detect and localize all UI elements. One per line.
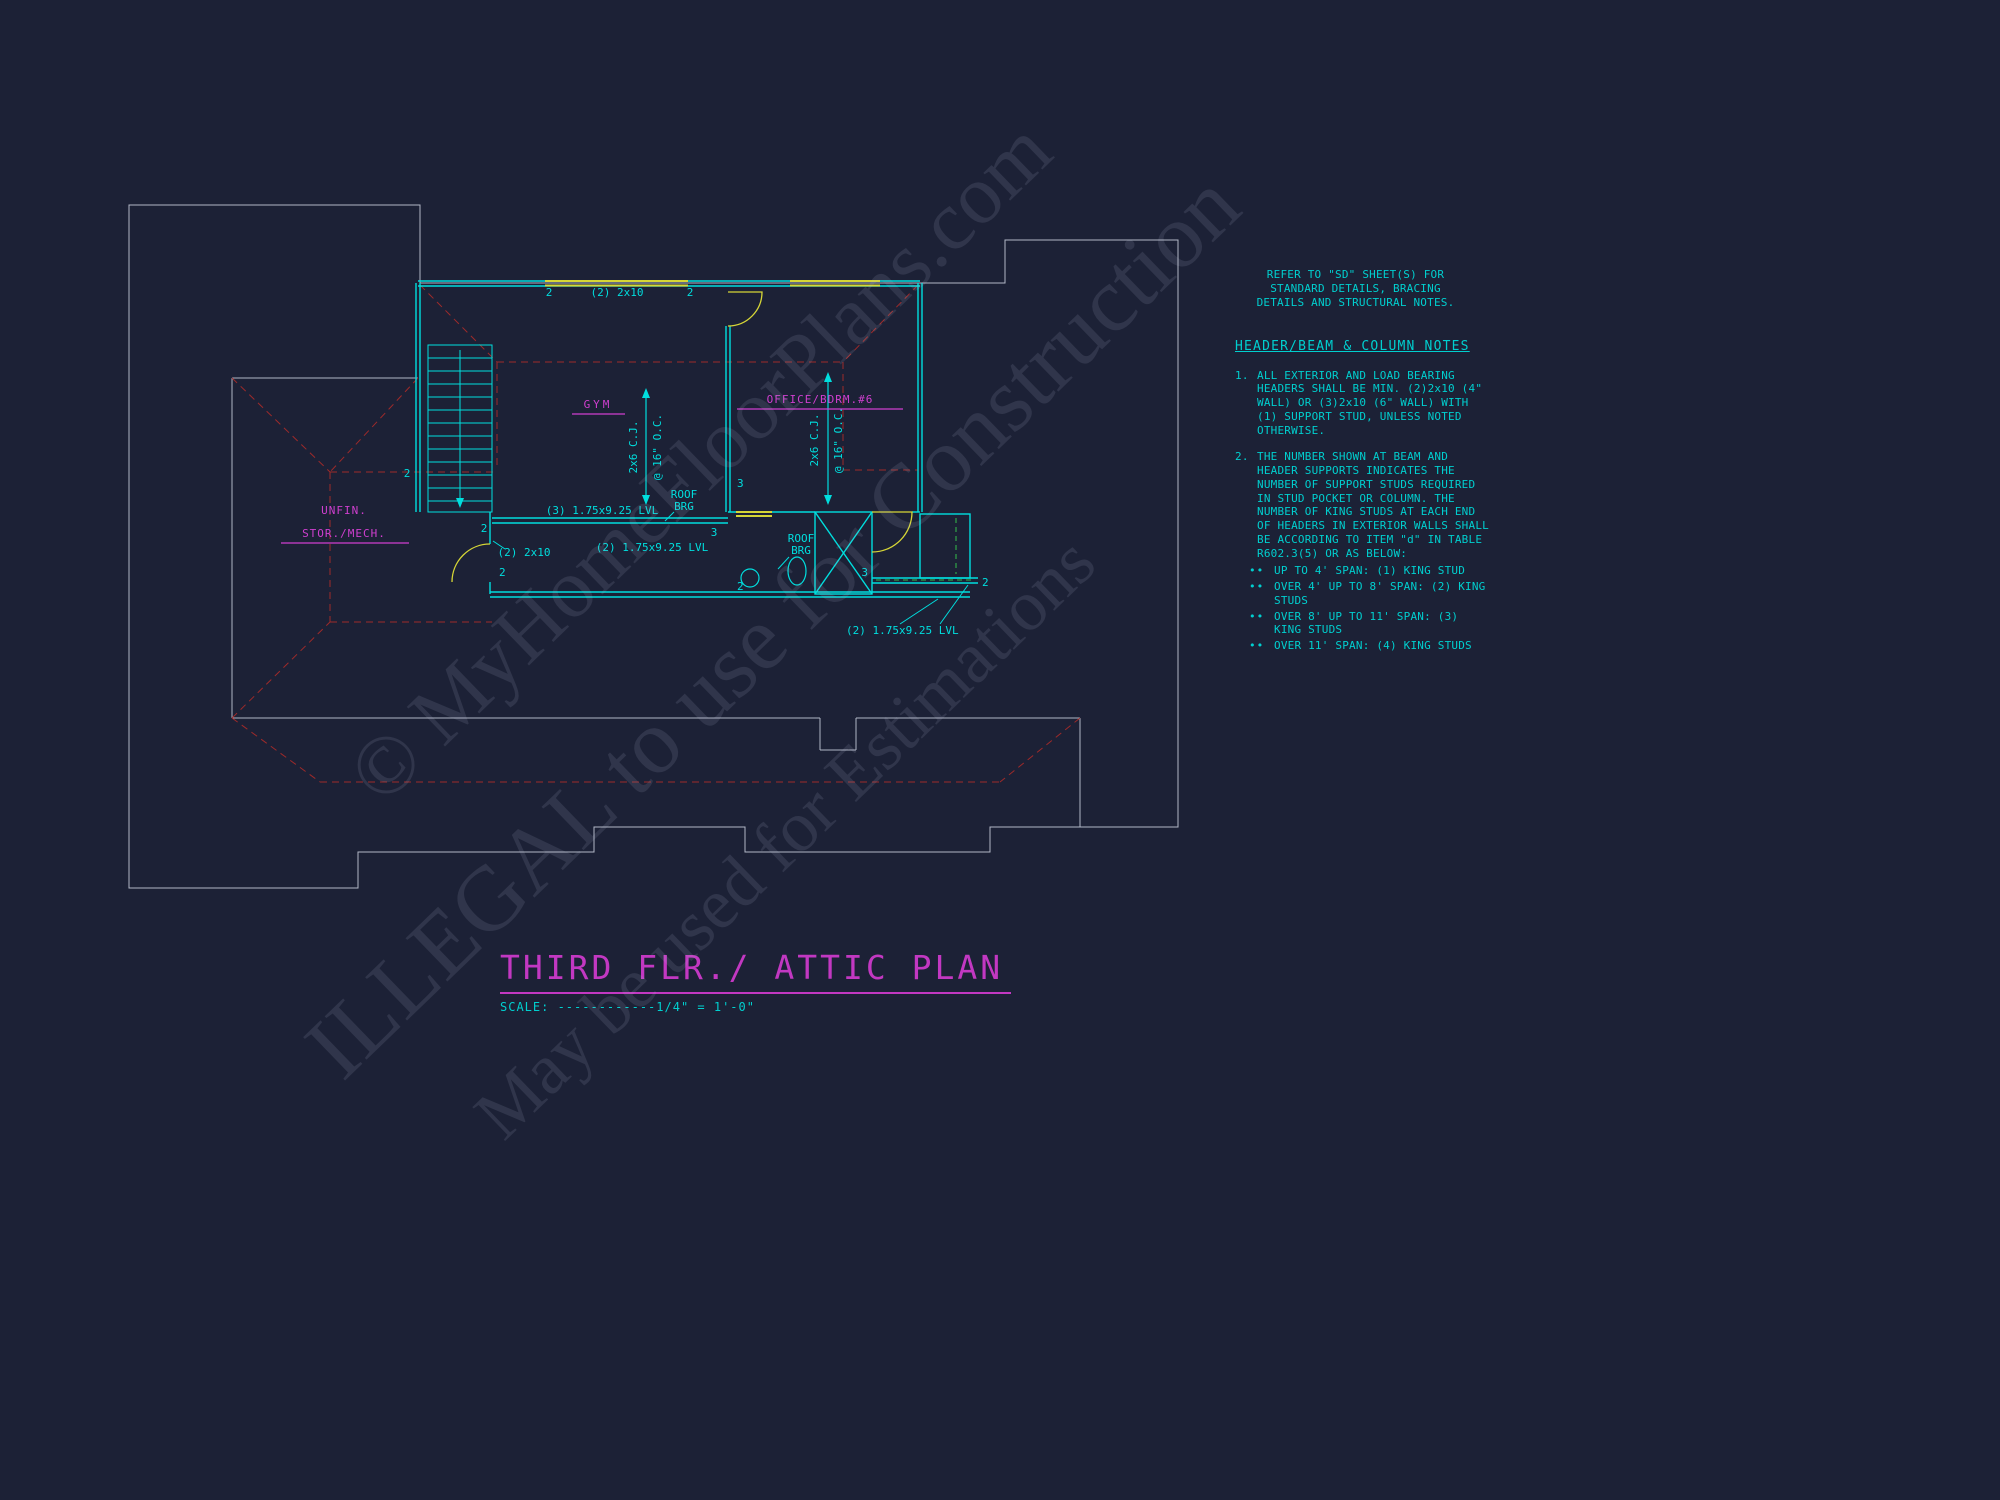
bullet-text: OVER 4' UP TO 8' SPAN: (2) KING STUDS xyxy=(1274,580,1486,607)
bullet-row: •• OVER 4' UP TO 8' SPAN: (2) KING STUDS xyxy=(1249,580,1491,608)
door-arc-office xyxy=(727,291,763,327)
room-label-storage-2: STOR./MECH. xyxy=(302,527,386,540)
roof-brg-label: ROOF xyxy=(671,488,698,501)
roof-hip-lines xyxy=(231,284,1081,783)
stud-marker: 2 xyxy=(982,576,989,589)
note-text: THE NUMBER SHOWN AT BEAM AND HEADER SUPP… xyxy=(1257,450,1489,560)
roof-brg-label: BRG xyxy=(674,500,694,513)
bath-fixtures xyxy=(740,556,807,588)
notes-intro: REFER TO "SD" SHEET(S) FOR STANDARD DETA… xyxy=(1256,268,1455,309)
bullet-text: OVER 8' UP TO 11' SPAN: (3) KING STUDS xyxy=(1274,609,1459,637)
notes-panel: REFER TO "SD" SHEET(S) FOR STANDARD DETA… xyxy=(1235,268,1491,653)
stud-marker: 2 xyxy=(404,467,411,480)
bullet-row: •• OVER 11' SPAN: (4) KING STUDS xyxy=(1249,639,1491,653)
sheet-scale: SCALE: ------------1/4" = 1'-0" xyxy=(500,1000,755,1014)
closet-shelf-lines xyxy=(876,518,972,581)
header-beams-yellow xyxy=(545,280,880,517)
notes-heading: HEADER/BEAM & COLUMN NOTES xyxy=(1235,339,1470,355)
door-arc-bath xyxy=(871,511,913,553)
joist-spacing-office: @ 16" O.C. xyxy=(832,407,845,473)
joist-arrows xyxy=(642,372,832,505)
sheet-title: THIRD FLR./ ATTIC PLAN xyxy=(500,948,1012,994)
note-item-1: 1. ALL EXTERIOR AND LOAD BEARING HEADERS… xyxy=(1235,369,1491,438)
bullet-marker: •• xyxy=(1249,609,1265,623)
bullet-marker: •• xyxy=(1249,564,1265,578)
annotations: (2) 2x10 2 2 2 2 3 3 2 2 3 2 (3) 1.75x9.… xyxy=(404,286,989,637)
walls xyxy=(415,280,978,598)
shower-stall xyxy=(814,511,873,595)
stud-marker: 2 xyxy=(481,522,488,535)
roof-brg-label: ROOF xyxy=(788,532,815,545)
stud-marker: 2 xyxy=(687,286,694,299)
king-stud-bullet-list: •• UP TO 4' SPAN: (1) KING STUD •• OVER … xyxy=(1249,564,1491,653)
beam-label-2lvl-bottom: (2) 1.75x9.25 LVL xyxy=(846,624,959,637)
room-label-gym: GYM xyxy=(584,398,613,411)
room-label-office: OFFICE/BDRM.#6 xyxy=(767,393,874,406)
note-number: 2. xyxy=(1235,450,1249,464)
building-outline xyxy=(128,204,1179,889)
stud-marker: 3 xyxy=(861,566,868,579)
stud-marker: 2 xyxy=(546,286,553,299)
toilet-bowl xyxy=(740,568,760,588)
leader-lines xyxy=(492,511,969,625)
toilet-fixture xyxy=(787,556,807,586)
room-labels: GYM OFFICE/BDRM.#6 UNFIN. STOR./MECH. xyxy=(281,393,903,544)
top-header-label: (2) 2x10 xyxy=(591,286,644,299)
stairs xyxy=(427,344,493,513)
bullet-marker: •• xyxy=(1249,639,1265,652)
stud-marker: 2 xyxy=(499,566,506,579)
bullet-row: •• UP TO 4' SPAN: (1) KING STUD xyxy=(1249,564,1491,578)
note-text: ALL EXTERIOR AND LOAD BEARING HEADERS SH… xyxy=(1257,368,1483,437)
door-arcs xyxy=(451,291,913,583)
stud-marker: 3 xyxy=(711,526,718,539)
stairs-direction-arrow xyxy=(456,498,464,508)
stud-marker: 3 xyxy=(737,477,744,490)
bullet-text: UP TO 4' SPAN: (1) KING STUD xyxy=(1274,564,1466,578)
door-arc-left xyxy=(451,543,491,583)
bullet-marker: •• xyxy=(1249,580,1265,593)
note-item-2: 2. THE NUMBER SHOWN AT BEAM AND HEADER S… xyxy=(1235,450,1491,560)
joist-label-office: 2x6 C.J. xyxy=(808,414,821,467)
bullet-text: OVER 11' SPAN: (4) KING STUDS xyxy=(1274,639,1472,652)
stud-marker: 2 xyxy=(737,580,744,593)
joist-label-gym: 2x6 C.J. xyxy=(627,421,640,474)
room-label-storage-1: UNFIN. xyxy=(321,504,367,517)
note-number: 1. xyxy=(1235,368,1249,382)
roof-brg-label: BRG xyxy=(791,544,811,557)
beam-label-3lvl: (3) 1.75x9.25 LVL xyxy=(546,504,659,517)
beam-label-2lvl: (2) 1.75x9.25 LVL xyxy=(596,541,709,554)
bullet-row: •• OVER 8' UP TO 11' SPAN: (3) KING STUD… xyxy=(1249,610,1491,638)
joist-spacing-gym: @ 16" O.C. xyxy=(651,414,664,480)
left-header-label: (2) 2x10 xyxy=(498,546,551,559)
